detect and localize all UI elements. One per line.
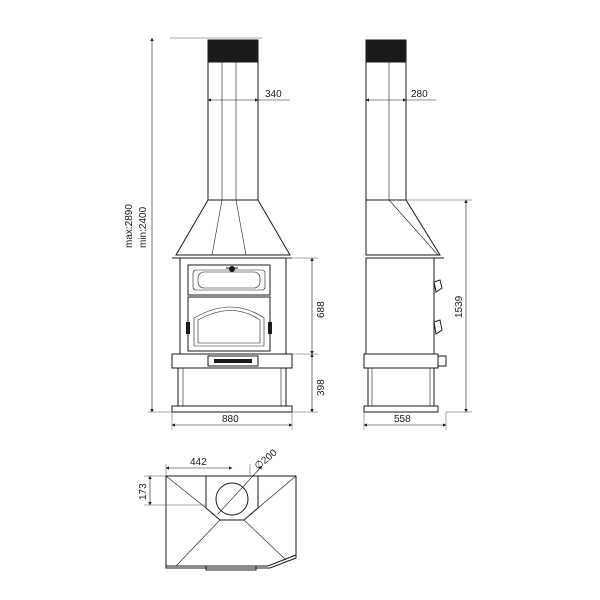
flue-diameter-label: ∅200 (253, 447, 280, 472)
flue-width-front-label: 340 (265, 89, 282, 100)
base-height-label: 398 (316, 379, 327, 396)
top-outline (165, 475, 297, 567)
side-height-label: 1539 (454, 295, 465, 318)
ash-drawer (207, 355, 259, 367)
top-width-label: 442 (190, 457, 207, 468)
side-stove-body (365, 257, 435, 355)
side-hood (365, 199, 441, 256)
front-width-label: 880 (222, 414, 239, 425)
flue-width-side-label: 280 (411, 89, 428, 100)
side-view (363, 39, 447, 413)
front-hood (175, 199, 291, 256)
side-base-top (363, 353, 439, 369)
side-chimney-grill (365, 39, 407, 63)
height-min-label: min:2400 (138, 206, 149, 248)
height-max-label: max:2890 (124, 204, 135, 248)
front-flue-pipe (207, 61, 259, 201)
door-section-height-label: 688 (316, 301, 327, 318)
flue-opening (215, 482, 249, 516)
front-dimensions: max:2890 min:2400 340 688 398 880 (124, 37, 327, 430)
side-dimensions: 280 1539 558 (363, 89, 472, 430)
side-depth-label: 558 (394, 414, 411, 425)
front-view (170, 37, 293, 413)
side-flue-pipe (365, 61, 407, 201)
top-view (165, 475, 297, 571)
front-chimney-grill (207, 39, 259, 63)
top-depth-label: 173 (138, 483, 149, 500)
oven-door (187, 264, 271, 296)
